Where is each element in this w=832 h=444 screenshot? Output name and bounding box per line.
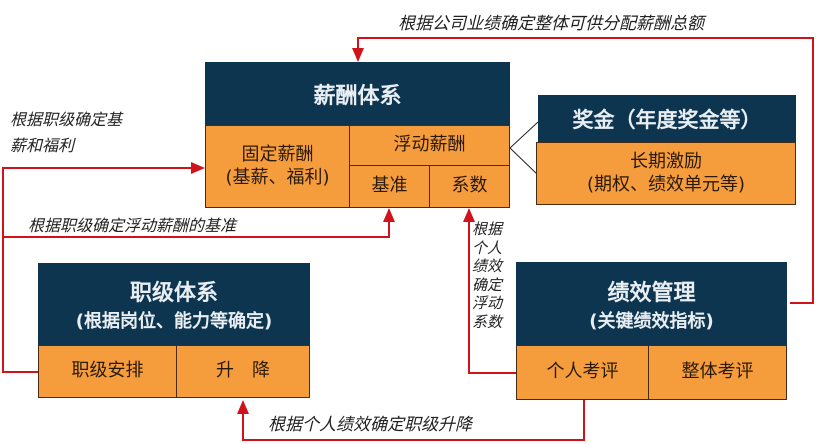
note-company-performance: 根据公司业绩确定整体可供分配薪酬总额 — [398, 14, 704, 34]
promotion-demotion-cell: 升 降 — [176, 345, 310, 398]
note-float-base: 根据职级确定浮动薪酬的基准 — [28, 216, 237, 235]
salary-system-header: 薪酬体系 — [205, 62, 510, 125]
base-cell: 基准 — [349, 165, 430, 208]
fixed-salary-cell: 固定薪酬 (基薪、福利) — [205, 125, 350, 208]
bracket-line — [509, 121, 539, 149]
grade-arrangement-cell: 职级安排 — [38, 345, 177, 398]
arrow-perf-to-coef — [463, 208, 516, 374]
note-coef: 根据个人绩效确定浮动系数 — [472, 220, 503, 331]
individual-review-cell: 个人考评 — [516, 345, 649, 400]
arrow-grade-to-fixed — [2, 162, 205, 373]
fixed-salary-detail: (基薪、福利) — [225, 166, 330, 188]
grade-system-title: 职级体系 — [129, 281, 218, 306]
performance-management-header: 绩效管理 (关键绩效指标) — [516, 262, 787, 345]
grade-system-header: 职级体系 (根据岗位、能力等确定) — [38, 263, 310, 345]
fixed-salary-label: 固定薪酬 — [241, 144, 314, 165]
bonus-header: 奖金（年度奖金等） — [538, 95, 796, 143]
lti-label: 长期激励 — [630, 151, 702, 172]
grade-system-subtitle: (根据岗位、能力等确定) — [75, 311, 273, 332]
lti-detail: (期权、绩效单元等) — [586, 173, 746, 195]
performance-title: 绩效管理 — [607, 280, 696, 306]
long-term-incentive-cell: 长期激励 (期权、绩效单元等) — [536, 142, 796, 205]
note-base-line2: 薪和福利 — [10, 136, 75, 155]
arrow-perf-to-grade — [237, 400, 585, 441]
note-base-line1: 根据职级确定基 — [10, 110, 123, 129]
arrow-grade-to-base — [3, 208, 395, 238]
bracket-line — [509, 147, 539, 176]
coefficient-cell: 系数 — [429, 165, 510, 208]
overall-review-cell: 整体考评 — [648, 345, 787, 400]
note-grade-change: 根据个人绩效确定职级升降 — [268, 415, 472, 435]
arrow-company-to-salary — [352, 37, 814, 304]
floating-salary-cell: 浮动薪酬 — [349, 125, 510, 166]
performance-subtitle: (关键绩效指标) — [589, 310, 714, 332]
